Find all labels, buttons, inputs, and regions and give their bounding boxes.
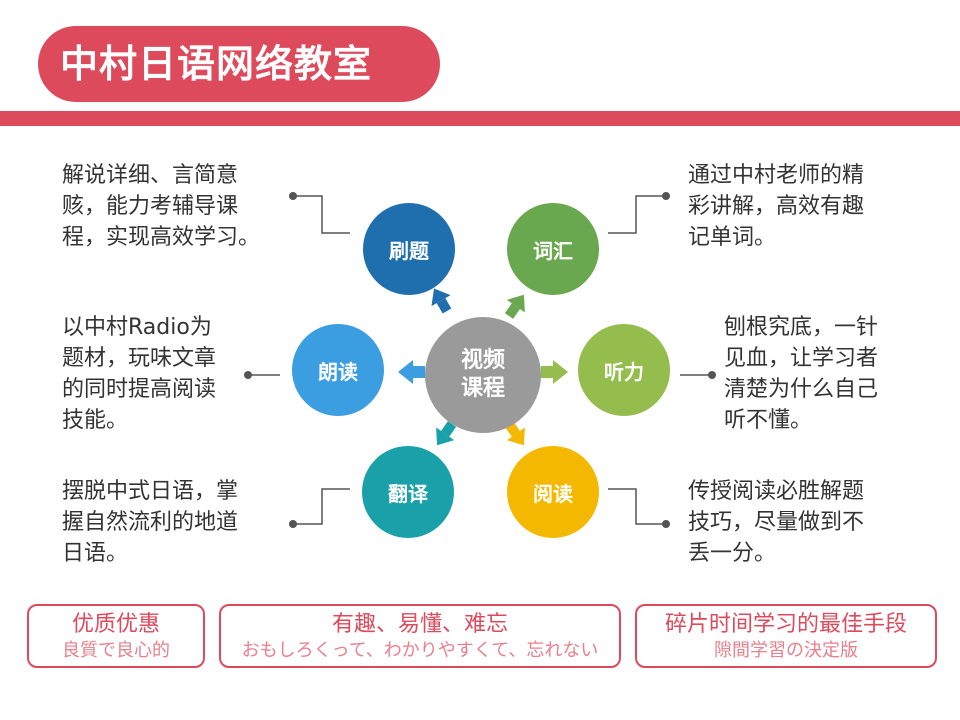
feature-box-quality-subtitle: 良質で良心的 [62,640,170,661]
node-tingli-label: 听力 [604,359,644,384]
connector-dot-langdu [244,371,252,379]
node-yuedu-label: 阅读 [533,481,573,506]
connector-dot-yuedu [662,520,670,528]
node-fanyi-label: 翻译 [388,481,428,506]
arrow-langdu [398,360,425,384]
header-divider-bar [0,111,960,126]
arrow-cihui [504,294,525,319]
arrow-shuati [431,288,452,314]
node-langdu: 朗读 [292,324,384,416]
note-yuedu: 传授阅读必胜解题 技巧，尽量做到不 丢一分。 [688,479,865,566]
arrow-fanyi [436,421,457,446]
connector-fanyi [293,488,350,525]
arrow-tingli [541,360,568,384]
note-cihui: 通过中村老师的精 彩讲解，高效有趣 记单词。 [688,163,865,250]
node-tingli: 听力 [578,324,670,416]
node-shuati: 刷题 [363,203,455,295]
connector-dot-fanyi [289,520,297,528]
connector-cihui [608,195,666,234]
node-shuati-label: 刷题 [389,238,429,263]
node-fanyi: 翻译 [362,446,454,538]
center-node-video-course: 视频 课程 [425,317,541,433]
title-banner [38,26,440,102]
feature-box-quality: 优质优惠 良質で良心的 [27,604,205,668]
feature-box-fragment-title: 碎片时间学习的最佳手段 [664,612,907,637]
node-langdu-label: 朗读 [318,359,358,384]
feature-box-fun-title: 有趣、易懂、难忘 [331,612,508,637]
connector-yuedu [608,488,666,525]
node-cihui: 词汇 [507,203,599,295]
center-node-label: 视频 课程 [460,348,505,401]
connector-dot-shuati [289,192,297,200]
node-cihui-label: 词汇 [533,238,573,263]
feature-box-fragment-subtitle: 隙間学習の決定版 [714,640,858,661]
feature-box-quality-title: 优质优惠 [71,612,160,637]
page-title: 中村日语网络教室 [60,42,373,86]
connector-dot-tingli [708,371,716,379]
note-langdu: 以中村Radio为 题材，玩味文章 的同时提高阅读 技能。 [62,315,217,433]
feature-box-fun: 有趣、易懂、难忘 おもしろくって、わかりやすくて、忘れない [219,604,621,668]
feature-box-fragment: 碎片时间学习的最佳手段 隙間学習の決定版 [635,604,937,668]
note-fanyi: 摆脱中式日语，掌 握自然流利的地道 日语。 [62,479,239,566]
note-tingli: 刨根究底，一针 见血，让学习者 清楚为什么自己 听不懂。 [724,315,879,433]
node-yuedu: 阅读 [507,446,599,538]
connector-dot-cihui [662,192,670,200]
note-shuati: 解说详细、言简意 赅，能力考辅导课 程，实现高效学习。 [62,163,261,250]
connector-shuati [293,195,350,234]
feature-box-fun-subtitle: おもしろくって、わかりやすくて、忘れない [241,640,599,661]
